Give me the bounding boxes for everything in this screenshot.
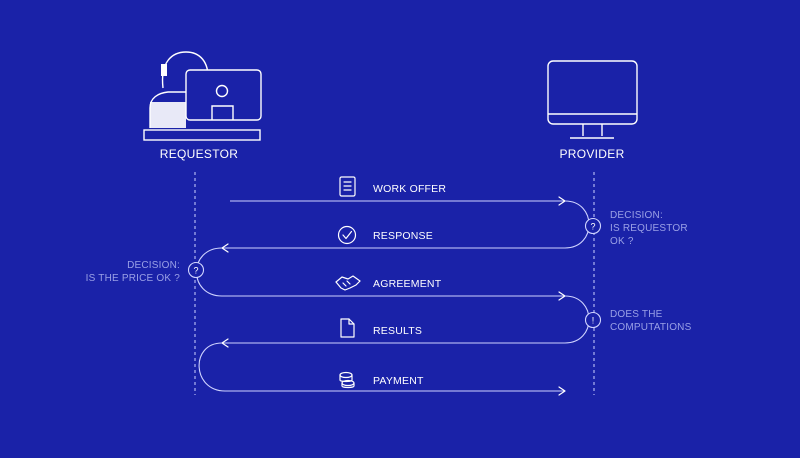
work-offer-label: WORK OFFER — [373, 183, 446, 195]
document-icon — [340, 318, 355, 338]
provider-monitor-icon — [547, 60, 638, 139]
svg-text:DECISION:: DECISION: — [610, 210, 663, 221]
computation-note: DOES THE COMPUTATIONS — [610, 309, 692, 333]
svg-text:COMPUTATIONS: COMPUTATIONS — [610, 322, 692, 333]
coins-icon — [339, 371, 355, 389]
document-list-icon — [339, 176, 356, 197]
requestor-icon — [143, 51, 262, 141]
provider-decision-note: DECISION: IS REQUESTOR OK ? — [610, 210, 688, 247]
svg-text:!: ! — [592, 316, 595, 326]
requestor-question-marker: ? — [187, 261, 205, 279]
svg-text:?: ? — [590, 222, 595, 232]
svg-text:DECISION:: DECISION: — [127, 260, 180, 271]
svg-text:DOES THE: DOES THE — [610, 309, 663, 320]
svg-text:IS THE PRICE OK ?: IS THE PRICE OK ? — [86, 273, 181, 284]
response-label: RESPONSE — [373, 230, 433, 242]
provider-label: PROVIDER — [559, 147, 624, 161]
svg-text:IS REQUESTOR: IS REQUESTOR — [610, 223, 688, 234]
results-label: RESULTS — [373, 325, 422, 337]
provider-question-marker: ? — [584, 217, 602, 235]
requestor-decision-note: DECISION: IS THE PRICE OK ? — [86, 260, 181, 284]
handshake-icon — [335, 275, 361, 291]
computation-exclamation-marker: ! — [584, 311, 602, 329]
svg-text:?: ? — [193, 266, 198, 276]
check-circle-icon — [337, 225, 357, 245]
svg-text:OK ?: OK ? — [610, 236, 634, 247]
payment-loop — [198, 342, 226, 392]
requestor-label: REQUESTOR — [160, 147, 239, 161]
payment-label: PAYMENT — [373, 375, 424, 387]
agreement-label: AGREEMENT — [373, 278, 442, 290]
